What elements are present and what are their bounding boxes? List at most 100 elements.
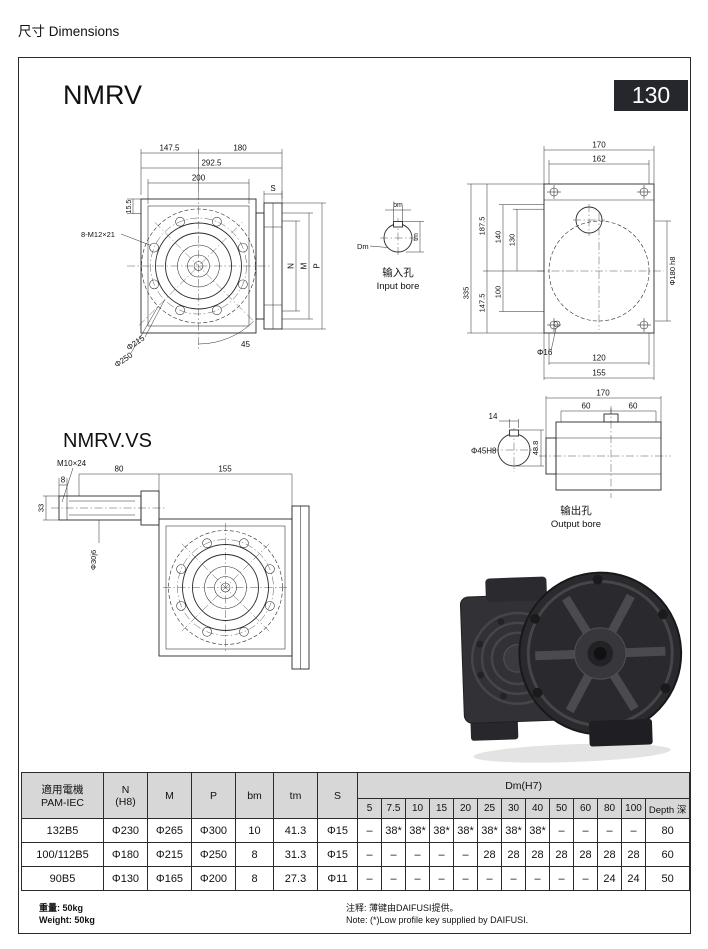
table-cell: – — [477, 866, 502, 891]
col-header-dm-group: Dm(H7) — [356, 772, 691, 799]
table-cell: 28 — [549, 842, 574, 867]
col-header-bm: bm — [235, 772, 274, 819]
front-dim-offset: 15.5 — [126, 200, 133, 214]
input-bore-keyway — [393, 221, 403, 228]
front-dim-s: S — [270, 184, 275, 193]
table-cell: – — [357, 818, 382, 843]
table-row: 90B5 Φ130 Φ165 Φ200 8 27.3 Φ11 – – – – –… — [21, 866, 691, 891]
dm-size-header: 7.5 — [381, 798, 406, 819]
table-cell: 28 — [573, 842, 598, 867]
dm-size-header: 50 — [549, 798, 574, 819]
col-header-s: S — [317, 772, 358, 819]
front-angle-label: 45 — [241, 340, 250, 349]
col-header-p: P — [191, 772, 236, 819]
vs-dim-80: 80 — [115, 465, 124, 474]
table-cell: 31.3 — [273, 842, 318, 867]
col-header-n-line1: N — [121, 783, 130, 796]
vs-centerlines — [51, 507, 288, 652]
rear-dim-335: 335 — [462, 287, 471, 300]
table-cell: Φ200 — [191, 866, 236, 891]
weight-note: 重量: 50kg Weight: 50kg — [39, 903, 95, 926]
front-flange-od-label: Φ250 — [113, 350, 135, 369]
dm-size-header: 5 — [357, 798, 382, 819]
photo-foot — [588, 718, 653, 747]
col-header-motor-line1: 適用電機 — [41, 784, 84, 796]
dm-size-header: 40 — [525, 798, 550, 819]
table-cell: Φ250 — [191, 842, 236, 867]
row-motor-label: 132B5 — [21, 818, 104, 843]
photo-shadow — [473, 743, 671, 763]
output-bore-drawing: 14 Φ45H8 48.8 170 60 60 输出孔 Output bore — [471, 389, 671, 530]
col-header-n: N (H8) — [103, 772, 148, 819]
front-dim-n: N — [287, 263, 296, 269]
size-badge: 130 — [614, 80, 688, 111]
input-dim-dm: Dm — [357, 242, 369, 251]
table-cell: 38* — [453, 818, 478, 843]
table-cell: – — [357, 866, 382, 891]
dm-size-header: 20 — [453, 798, 478, 819]
table-cell: 24 — [597, 866, 622, 891]
rear-view-centerlines — [537, 204, 664, 330]
col-header-tm: tm — [273, 772, 318, 819]
table-cell: – — [405, 866, 430, 891]
vs-dim-shaft-dia: Φ30j6 — [89, 550, 98, 570]
page-header: 尺寸 Dimensions — [18, 24, 120, 39]
table-cell: 28 — [477, 842, 502, 867]
rear-dim-foot-hole: Φ16 — [537, 348, 553, 357]
dm-size-header: 25 — [477, 798, 502, 819]
table-cell: 41.3 — [273, 818, 318, 843]
dm-size-header: 30 — [501, 798, 526, 819]
output-dim-170: 170 — [596, 389, 610, 398]
table-row: 100/112B5 Φ180 Φ215 Φ250 8 31.3 Φ15 – – … — [21, 842, 691, 867]
input-bore-drawing: bm tm Dm 输入孔 Input bore — [357, 202, 424, 292]
rear-dim-spigot: Φ180 h8 — [668, 257, 677, 286]
flange-od-circle — [141, 208, 256, 324]
table-cell: Φ165 — [147, 866, 192, 891]
table-cell: – — [381, 866, 406, 891]
vs-dim-33: 33 — [37, 504, 46, 512]
col-header-depth: Depth 深 — [644, 798, 691, 819]
front-dim-square: 200 — [192, 174, 206, 183]
front-bolt-note: 8-M12×21 — [81, 230, 115, 239]
table-cell: 24 — [621, 866, 646, 891]
weight-note-en: Weight: 50kg — [39, 914, 95, 925]
rear-dim-147-5: 147.5 — [478, 294, 487, 313]
table-cell: – — [357, 842, 382, 867]
col-header-motor-line2: PAM-IEC — [41, 797, 84, 809]
rear-dim-162: 162 — [592, 155, 606, 164]
table-cell: 28 — [525, 842, 550, 867]
col-header-m: M — [147, 772, 192, 819]
table-cell: – — [429, 866, 454, 891]
table-cell: 38* — [429, 818, 454, 843]
table-cell: – — [549, 866, 574, 891]
key-note-cn: 注释: 薄键由DAIFUSI提供。 — [346, 903, 459, 913]
dm-size-header: 15 — [429, 798, 454, 819]
table-cell: – — [597, 818, 622, 843]
table-cell: 8 — [235, 866, 274, 891]
dimension-table: 適用電機 PAM-IEC N (H8) M P bm tm S Dm(H7) 5 — [21, 772, 691, 891]
output-dim-bore-dia: Φ45H8 — [471, 447, 497, 456]
front-dim-width-left: 147.5 — [159, 144, 180, 153]
output-dim-key-h: 48.8 — [531, 441, 540, 456]
table-cell: 28 — [621, 842, 646, 867]
front-dim-width-total: 292.5 — [201, 159, 222, 168]
table-cell: Φ230 — [103, 818, 148, 843]
dm-size-header: 100 — [621, 798, 646, 819]
table-cell: Φ215 — [147, 842, 192, 867]
dm-size-header: 60 — [573, 798, 598, 819]
table-cell: – — [381, 842, 406, 867]
output-bore-centerlines — [491, 406, 671, 498]
table-cell: 27.3 — [273, 866, 318, 891]
weight-note-cn: 重量: 50kg — [39, 903, 84, 913]
input-bore-label-cn: 输入孔 — [382, 266, 414, 279]
table-cell: Φ15 — [317, 818, 358, 843]
table-cell: Φ15 — [317, 842, 358, 867]
table-cell: – — [621, 818, 646, 843]
vs-dim-155: 155 — [218, 465, 232, 474]
output-dim-60b: 60 — [629, 402, 638, 411]
table-cell: 60 — [644, 842, 691, 867]
table-cell: 8 — [235, 842, 274, 867]
table-cell: – — [573, 818, 598, 843]
model-vs-title: NMRV.VS — [63, 430, 152, 452]
table-cell: – — [501, 866, 526, 891]
